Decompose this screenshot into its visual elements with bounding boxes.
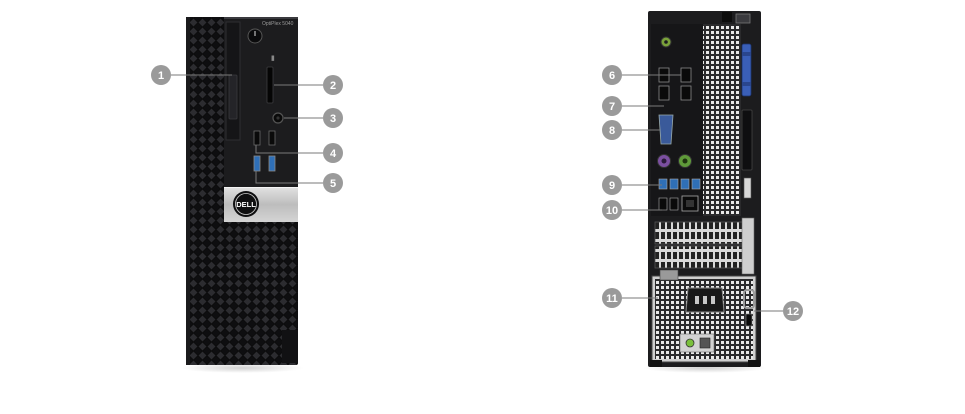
- callout-10: 10: [602, 200, 622, 220]
- serial-port[interactable]: [658, 114, 674, 145]
- svg-text:3: 3: [330, 113, 336, 125]
- callout-4: 4: [323, 143, 343, 163]
- model-label: OptiPlex 5040: [262, 21, 294, 27]
- expansion-slot-2: [654, 245, 744, 269]
- rear-usb3-port-4[interactable]: [691, 178, 701, 190]
- svg-text:11: 11: [606, 293, 618, 305]
- callout-6: 6: [602, 65, 622, 85]
- callout-8: 8: [602, 120, 622, 140]
- rear-usb2-port-2[interactable]: [669, 197, 679, 211]
- power-supply-diagnostic-button[interactable]: [699, 337, 711, 349]
- svg-text:6: 6: [609, 70, 615, 82]
- rear-vent-grid: [703, 24, 741, 216]
- svg-text:9: 9: [609, 180, 615, 192]
- callout-11: 11: [602, 288, 622, 308]
- security-cable-slot[interactable]: [745, 313, 753, 327]
- callout-9: 9: [602, 175, 622, 195]
- front-view-computer: OptiPlex 5040 ▮ DELL: [180, 17, 304, 373]
- svg-text:12: 12: [787, 306, 799, 318]
- leader-lines: [171, 74, 783, 312]
- rear-usb3-port-1[interactable]: [658, 178, 668, 190]
- padlock-ring[interactable]: [743, 289, 755, 309]
- rear-usb3-port-3[interactable]: [680, 178, 690, 190]
- callout-3: 3: [323, 108, 343, 128]
- usb3-port-1[interactable]: [253, 155, 261, 172]
- media-card-reader[interactable]: [266, 66, 274, 104]
- rear-view-computer: [643, 11, 767, 373]
- power-supply-diagnostic-light: [685, 338, 695, 348]
- expansion-slot-1: [654, 221, 744, 245]
- dell-logo: [233, 191, 259, 217]
- callout-12: 12: [783, 301, 803, 321]
- callout-7: 7: [602, 96, 622, 116]
- usb2-port-1[interactable]: [253, 130, 261, 146]
- svg-text:4: 4: [330, 148, 337, 160]
- callout-2: 2: [323, 75, 343, 95]
- rear-usb2-port-1[interactable]: [658, 197, 668, 211]
- svg-text:1: 1: [158, 70, 164, 82]
- svg-text:▮: ▮: [271, 54, 275, 62]
- rear-usb3-port-2[interactable]: [669, 178, 679, 190]
- displayport-2[interactable]: [680, 67, 692, 83]
- svg-text:8: 8: [609, 125, 615, 137]
- callout-5: 5: [323, 173, 343, 193]
- usb3-port-2[interactable]: [268, 155, 276, 172]
- dell-logo-text: DELL: [236, 200, 256, 209]
- svg-text:10: 10: [606, 205, 618, 217]
- usb2-port-2[interactable]: [268, 130, 276, 146]
- cover-release-latch[interactable]: [741, 43, 752, 97]
- svg-text:5: 5: [330, 178, 336, 190]
- callout-1: 1: [151, 65, 171, 85]
- svg-text:7: 7: [609, 101, 615, 113]
- svg-text:2: 2: [330, 80, 336, 92]
